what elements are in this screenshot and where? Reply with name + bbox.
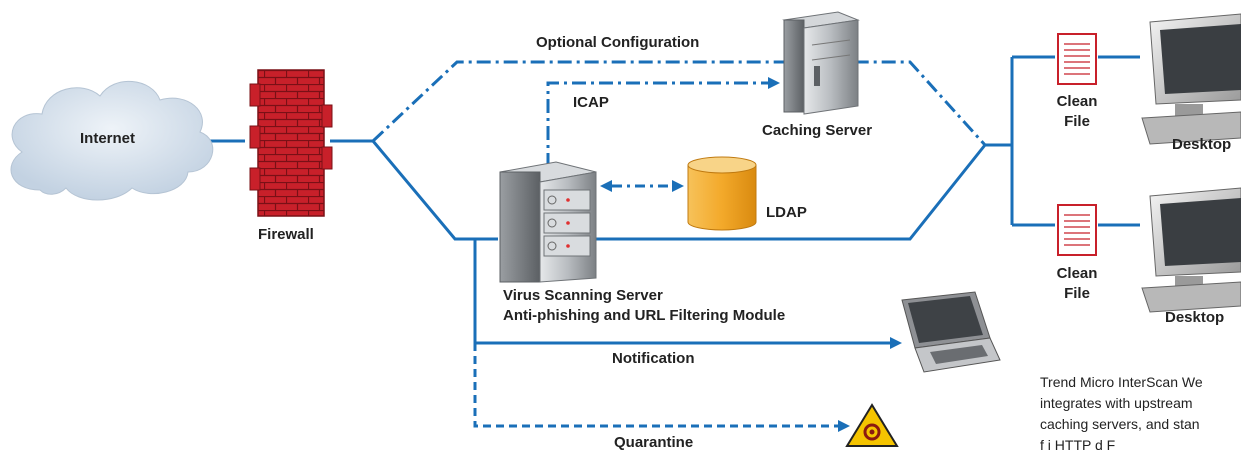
caching-server-label: Caching Server bbox=[762, 122, 873, 139]
lower-main-path-line bbox=[371, 140, 498, 241]
desktop-top-label: Desktop bbox=[1172, 136, 1232, 153]
caption-line-2: integrates with upstream bbox=[1040, 395, 1193, 411]
brick-wall-icon bbox=[249, 69, 333, 217]
biohazard-warning-icon bbox=[845, 403, 899, 447]
clean-file-top-label-line2: File bbox=[1064, 113, 1090, 130]
desktop-computer-icon bbox=[1141, 187, 1241, 313]
desktop-computer-icon bbox=[1141, 13, 1241, 145]
caption-line-4: f i HTTP d F bbox=[1040, 437, 1116, 451]
virus-scanning-server-label: Virus Scanning Server bbox=[503, 287, 663, 304]
cloud-icon bbox=[10, 81, 214, 201]
caption-line-3: caching servers, and stan bbox=[1040, 416, 1200, 432]
document-icon bbox=[1057, 204, 1097, 256]
database-cylinder-icon bbox=[687, 156, 757, 231]
quarantine-dashed-line bbox=[473, 343, 838, 428]
ldap-arrow-left bbox=[600, 180, 612, 192]
server-to-right-line bbox=[594, 144, 987, 241]
document-icon bbox=[1057, 33, 1097, 85]
desktop-bottom-label: Desktop bbox=[1165, 309, 1225, 326]
icap-arrow-right bbox=[768, 77, 780, 89]
caching-server-icon bbox=[782, 11, 860, 115]
quarantine-label: Quarantine bbox=[614, 434, 694, 451]
internet-label: Internet bbox=[80, 130, 136, 147]
firewall-label: Firewall bbox=[258, 226, 314, 243]
virus-scanning-server-icon bbox=[499, 161, 597, 283]
clean-file-top-label-line1: Clean bbox=[1056, 93, 1098, 110]
laptop-icon bbox=[901, 291, 1001, 373]
optional-configuration-label: Optional Configuration bbox=[536, 34, 700, 51]
ldap-arrow-right bbox=[672, 180, 684, 192]
module-label: Anti-phishing and URL Filtering Module bbox=[503, 307, 786, 324]
quarantine-arrow bbox=[838, 420, 850, 432]
ldap-label: LDAP bbox=[766, 204, 807, 221]
clean-file-bottom-label-line1: Clean bbox=[1056, 265, 1098, 282]
notification-arrow bbox=[890, 337, 902, 349]
clean-file-bottom-label-line2: File bbox=[1064, 285, 1090, 302]
caption-line-1: Trend Micro InterScan We bbox=[1040, 374, 1203, 390]
drive-bay-icon bbox=[543, 189, 591, 257]
optional-config-dashed-line bbox=[371, 60, 987, 147]
icap-label: ICAP bbox=[573, 94, 609, 111]
connection-lines bbox=[200, 55, 1140, 428]
notification-label: Notification bbox=[612, 350, 695, 367]
description-caption: Trend Micro InterScan We integrates with… bbox=[1040, 372, 1241, 451]
icap-dashed-line bbox=[546, 81, 770, 167]
